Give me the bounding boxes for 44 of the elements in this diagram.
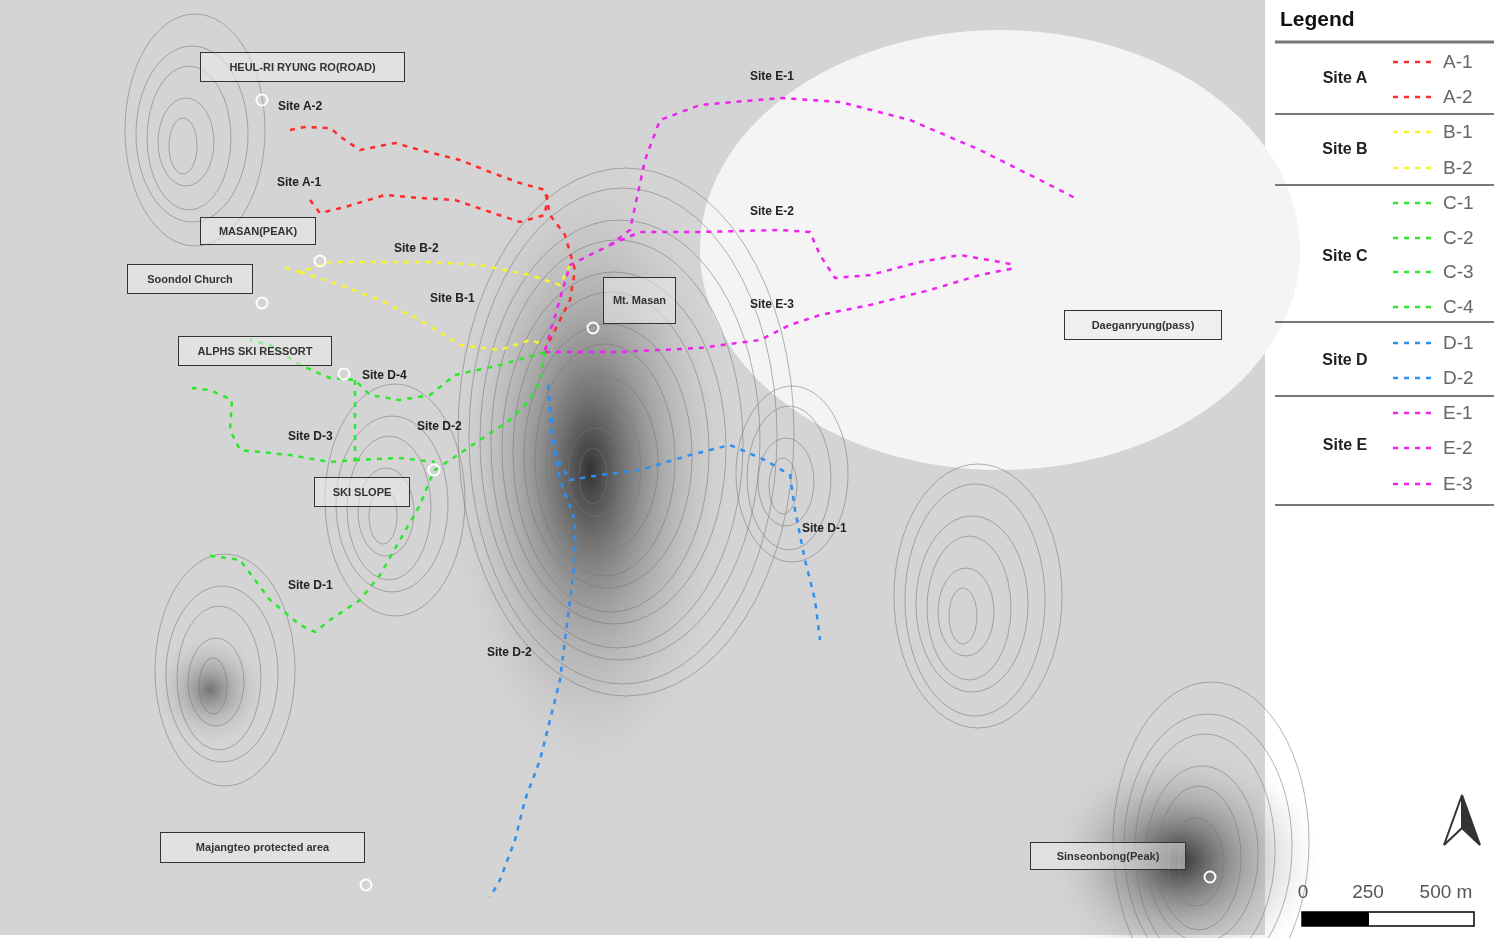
legend-label: C-2 [1443, 227, 1474, 249]
place-name-box: ALPHS SKI RESSORT [178, 336, 332, 366]
trail-label: Site A-1 [277, 175, 322, 189]
legend-label: C-1 [1443, 192, 1474, 214]
legend-group-label: Site A [1322, 69, 1368, 87]
legend-group-label: Site D [1322, 351, 1368, 369]
legend-label: D-1 [1443, 332, 1474, 354]
legend-group-label: Site B [1322, 140, 1368, 158]
trail-label: Site D-2 [417, 419, 462, 433]
place-name-box: Daeganryung(pass) [1064, 310, 1222, 340]
legend-group-label: Site C [1322, 247, 1368, 265]
trail-label: Site E-1 [750, 69, 794, 83]
legend-label: A-2 [1443, 86, 1473, 108]
trail-label: Site D-1 [802, 521, 847, 535]
trail-label: Site D-4 [362, 368, 407, 382]
legend-label: E-2 [1443, 437, 1473, 459]
trail-label: Site B-2 [394, 241, 439, 255]
place-name-box: Majangteo protected area [160, 832, 365, 863]
legend-label: E-3 [1443, 473, 1473, 495]
trail-label: Site E-3 [750, 297, 794, 311]
legend-label: B-2 [1443, 157, 1473, 179]
trail-label: Site B-1 [430, 291, 475, 305]
legend-label: C-3 [1443, 261, 1474, 283]
legend-title: Legend [1280, 7, 1355, 31]
trail-label: Site A-2 [278, 99, 323, 113]
trail-label: Site D-2 [487, 645, 532, 659]
legend-label: D-2 [1443, 367, 1474, 389]
place-name-box: HEUL-RI RYUNG RO(ROAD) [200, 52, 405, 82]
scale-label: 500 m [1419, 881, 1473, 903]
place-name-box: Mt. Masan [603, 277, 676, 324]
place-name-box: SKI SLOPE [314, 477, 410, 507]
place-name-box: Sinseonbong(Peak) [1030, 842, 1186, 870]
trail-label: Site E-2 [750, 204, 794, 218]
legend-group-label: Site E [1322, 436, 1368, 454]
scale-label: 250 [1352, 881, 1384, 903]
place-name-box: Soondol Church [127, 264, 253, 294]
trail-label: Site D-1 [288, 578, 333, 592]
place-name-box: MASAN(PEAK) [200, 217, 316, 245]
legend-label: E-1 [1443, 402, 1473, 424]
legend-label: B-1 [1443, 121, 1473, 143]
scale-label: 0 [1297, 881, 1309, 903]
legend-label: A-1 [1443, 51, 1473, 73]
legend-label: C-4 [1443, 296, 1474, 318]
trail-label: Site D-3 [288, 429, 333, 443]
